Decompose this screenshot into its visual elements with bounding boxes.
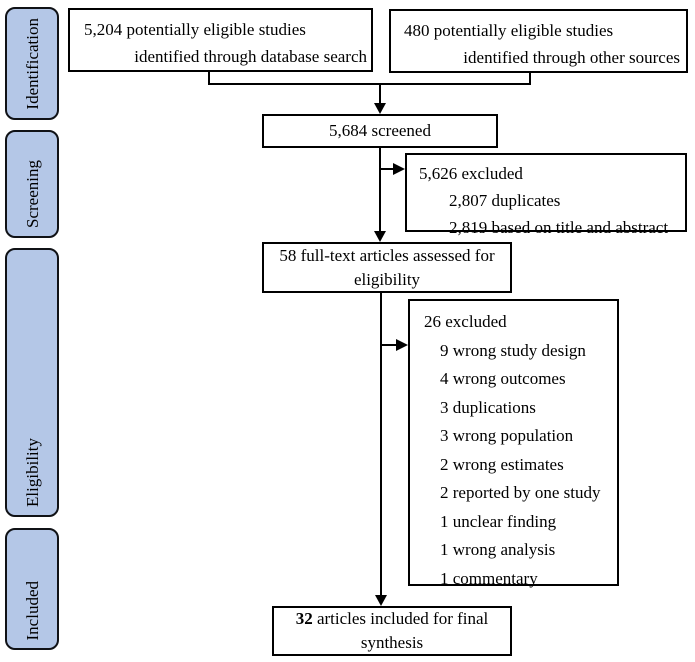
box-database-search: 5,204 potentially eligible studies ident… (68, 8, 373, 72)
excluded2-item: 2 wrong estimates (440, 454, 564, 474)
excluded2-heading: 26 excluded (424, 312, 507, 331)
box-screened: 5,684 screened (262, 114, 498, 148)
arrowhead-into-fulltext (374, 231, 386, 242)
stage-eligibility-label: Eligibility (22, 438, 42, 507)
stage-eligibility: Eligibility (5, 248, 59, 517)
other-count-line: 480 potentially eligible studies (404, 21, 614, 40)
excluded2-item: 3 wrong population (440, 426, 574, 445)
fulltext-line2: eligibility (353, 269, 421, 289)
arrowhead-into-excluded1 (393, 163, 405, 175)
excluded2-item: 1 commentary (440, 568, 538, 588)
arrowhead-into-included (375, 595, 387, 606)
stage-included-label: Included (22, 580, 42, 640)
other-source-line: identified through other sources (463, 48, 680, 67)
stage-included: Included (5, 528, 59, 650)
included-line1: 32 articles included for final (274, 607, 510, 631)
arrowhead-into-excluded2 (396, 339, 408, 351)
excluded2-item: 3 duplications (440, 397, 536, 417)
database-count-line: 5,204 potentially eligible studies (84, 20, 306, 39)
stage-identification: Identification (5, 7, 59, 120)
excluded2-item: 4 wrong outcomes (440, 369, 566, 388)
fulltext-line1: 58 full-text articles assessed for (279, 245, 495, 265)
stage-identification-label: Identification (22, 18, 42, 110)
excluded1-heading: 5,626 excluded (419, 164, 523, 183)
arrowhead-into-screened (374, 103, 386, 114)
box-excluded-eligibility: 26 excluded 9 wrong study design 4 wrong … (408, 299, 619, 588)
box-final-included: 32 articles included for final synthesis (272, 606, 512, 656)
excluded1-item: 2,807 duplicates (449, 191, 561, 210)
excluded2-item: 1 wrong analysis (440, 540, 556, 559)
excluded2-items: 9 wrong study design 4 wrong outcomes 3 du… (410, 337, 617, 594)
excluded1-items: 2,807 duplicates 2,819 based on title and… (407, 187, 685, 241)
included-line2: synthesis (360, 633, 424, 652)
stage-screening: Screening (5, 130, 59, 238)
included-rest: articles included for final (312, 609, 489, 628)
screened-text: 5,684 screened (329, 121, 431, 140)
connector-merge (208, 72, 531, 85)
box-excluded-screening: 5,626 excluded 2,807 duplicates 2,819 bas… (405, 153, 687, 237)
excluded2-item: 1 unclear finding (440, 511, 557, 531)
database-source-line: identified through database search (134, 47, 367, 66)
included-count: 32 (295, 609, 313, 628)
box-fulltext-assessed: 58 full-text articles assessed for eligi… (262, 242, 512, 293)
stage-screening-label: Screening (22, 160, 42, 228)
excluded2-item: 9 wrong study design (440, 340, 586, 360)
excluded2-item: 2 reported by one study (440, 483, 601, 502)
box-other-sources: 480 potentially eligible studies identif… (389, 9, 688, 73)
excluded1-item: 2,819 based on title and abstract (449, 218, 669, 237)
